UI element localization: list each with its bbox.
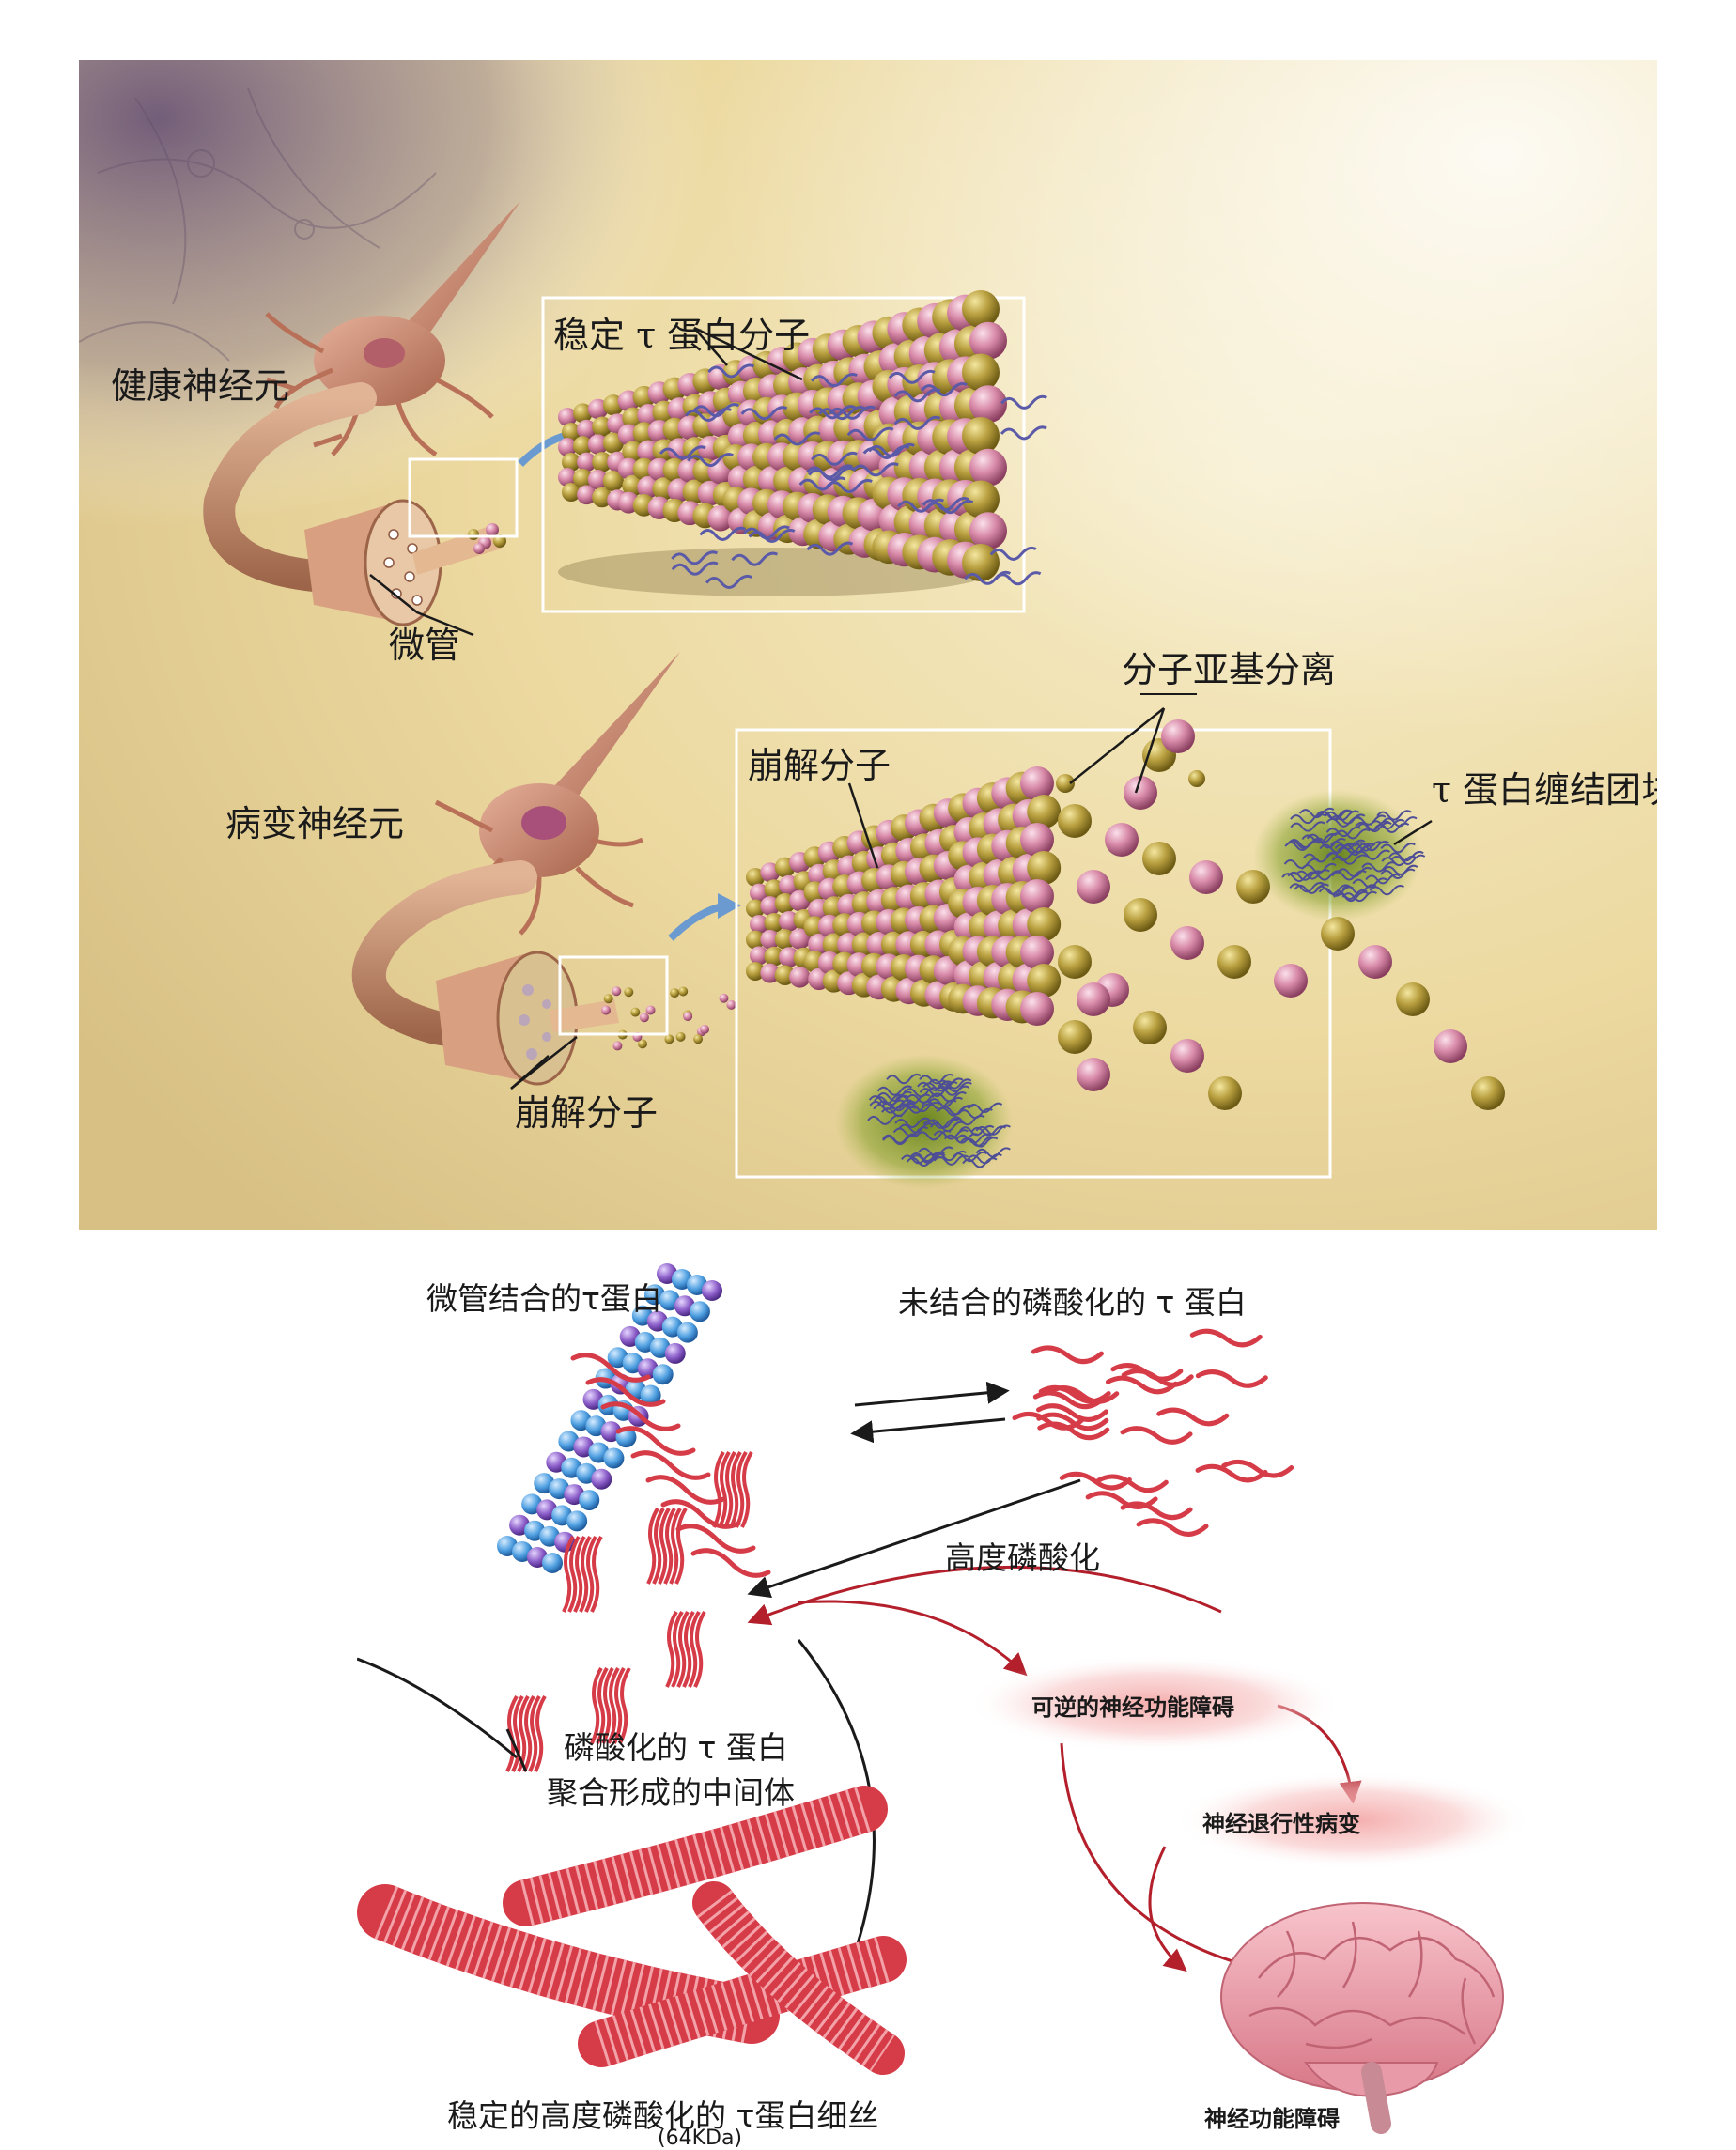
to-brain-arrow-1 xyxy=(1060,1742,1263,1975)
intermediate-label-line2: 聚合形成的中间体 xyxy=(547,1774,795,1811)
degeneration-glow xyxy=(1174,1771,1531,1869)
reversible-dysfunction-label: 可逆的神经功能障碍 xyxy=(1031,1694,1234,1721)
equilibrium-arrows xyxy=(850,1381,1010,1444)
top-illustration-panel: 健康神经元 稳定 τ 蛋白分子 微管 分子亚基分离 崩解分子 τ 蛋白缠结团块 … xyxy=(79,60,1657,1230)
brain-icon xyxy=(1220,1902,1504,2134)
aggregation-arrow xyxy=(747,1478,1081,1599)
unbound-phosphorylated-tau xyxy=(1012,1328,1294,1537)
microtubule-label: 微管 xyxy=(389,625,461,666)
stable-tau-label: 稳定 τ 蛋白分子 xyxy=(553,315,811,356)
tau-pathway-diagram xyxy=(357,1263,1531,2134)
reversible-glow xyxy=(968,1655,1343,1753)
bottom-pathway-panel: 微管结合的τ蛋白 未结合的磷酸化的 τ 蛋白 高度磷酸化 磷酸化的 τ 蛋白 聚… xyxy=(357,1245,1653,2150)
diseased-neuron-graphic xyxy=(351,652,736,1086)
diseased-pointers xyxy=(510,693,1433,1090)
neurodegeneration-label: 神经退行性病变 xyxy=(1202,1811,1360,1837)
unbound-p-tau-label: 未结合的磷酸化的 τ 蛋白 xyxy=(898,1284,1247,1321)
stable-microtubule xyxy=(558,290,1047,590)
healthy-inset-marker xyxy=(408,457,519,538)
healthy-neuron-label: 健康神经元 xyxy=(111,365,290,407)
tau-tangle-bottom xyxy=(835,1054,1014,1189)
diseased-inset-marker xyxy=(558,955,669,1036)
tau-tangle-label: τ 蛋白缠结团块 xyxy=(1432,769,1657,811)
stable-tau-pointers xyxy=(693,326,803,381)
subunit-separation-label: 分子亚基分离 xyxy=(1122,649,1337,690)
stable-filament-label: 稳定的高度磷酸化的 τ蛋白细丝 xyxy=(447,2097,879,2134)
mt-bound-tau-label: 微管结合的τ蛋白 xyxy=(426,1280,662,1317)
neural-dysfunction-label: 神经功能障碍 xyxy=(1204,2106,1340,2132)
stable-tau-filaments xyxy=(357,1786,907,2075)
neuron-microtubule-illustration xyxy=(79,60,1657,1230)
hyperphosphorylation-arrow xyxy=(747,1565,1222,1626)
stable-tau-zoom-box xyxy=(541,296,1026,613)
disintegration-zoom-box xyxy=(735,728,1332,1179)
healthy-neuron-graphic xyxy=(203,201,520,626)
microtubule-pointer xyxy=(369,574,474,637)
phosphorylated-tau-aggregates xyxy=(505,1450,753,1772)
tau-tangle-right xyxy=(1253,790,1426,921)
disintegrating-microtubule xyxy=(746,719,1505,1110)
kda-label: (64KDa) xyxy=(658,2127,743,2150)
intermediate-label-line1: 磷酸化的 τ 蛋白 xyxy=(564,1729,788,1766)
to-reversible-arrow xyxy=(798,1600,1028,1677)
disintegrating-molecule-box-label: 崩解分子 xyxy=(748,745,891,786)
inhibition-arc xyxy=(357,1657,518,1759)
microtubule-with-bound-tau xyxy=(497,1263,771,1578)
disintegrating-molecule-label: 崩解分子 xyxy=(515,1092,659,1134)
diseased-neuron-label: 病变神经元 xyxy=(225,803,405,844)
hyperphosphorylation-label: 高度磷酸化 xyxy=(945,1539,1100,1576)
to-brain-arrow-2 xyxy=(1148,1846,1187,1972)
background-neural-network xyxy=(79,87,437,362)
